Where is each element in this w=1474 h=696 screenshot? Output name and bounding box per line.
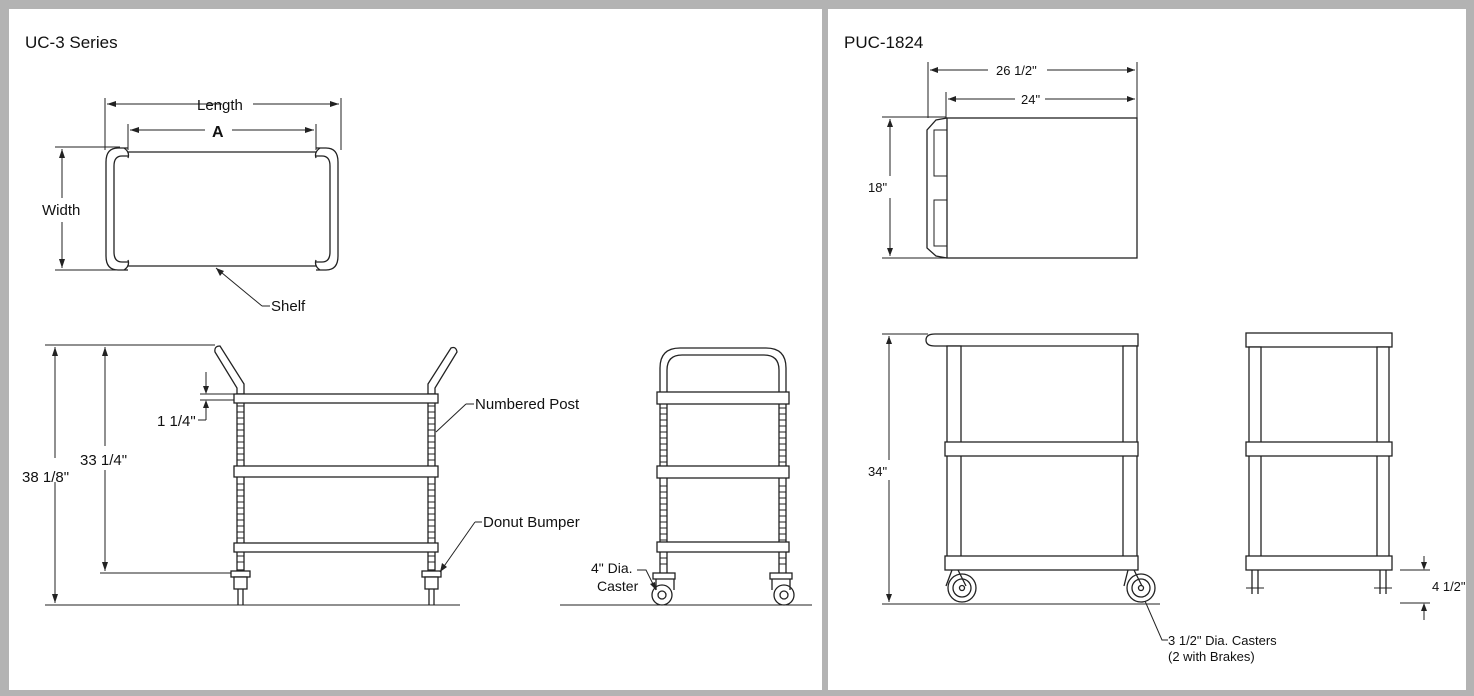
uc3-drawing: Length A Width <box>22 97 812 606</box>
uc3-caster-label-line1: 4" Dia. <box>591 560 633 576</box>
puc-height-label: 34" <box>868 464 887 479</box>
numbered-post-label: Numbered Post <box>475 396 580 413</box>
puc-end-view: 4 1/2" <box>1245 332 1466 620</box>
puc-caster-label-line2: (2 with Brakes) <box>1168 649 1255 664</box>
puc-clearance-label: 4 1/2" <box>1432 579 1466 594</box>
puc-top-view: 26 1/2" 24" 18" <box>868 62 1138 259</box>
shelf-length-label: 24" <box>1021 92 1040 107</box>
uc3-caster-label-line2: Caster <box>597 578 639 594</box>
width-label: Width <box>42 202 80 219</box>
uc3-side-view: 38 1/8" 33 1/4" 1 1/4" <box>22 344 580 606</box>
uc3-panel-title: UC-3 Series <box>25 33 118 52</box>
overall-length-label: 26 1/2" <box>996 63 1037 78</box>
spacing-label: 1 1/4" <box>157 413 196 430</box>
length-label: Length <box>197 97 243 114</box>
shelf-label: Shelf <box>271 298 306 315</box>
donut-bumper-label: Donut Bumper <box>483 514 580 531</box>
puc1824-panel-title: PUC-1824 <box>844 33 924 52</box>
puc-width-label: 18" <box>868 180 887 195</box>
puc-side-view: 34" 3 1/2" Dia. Casters (2 with Brakes) <box>868 333 1277 664</box>
uc3-top-view: Length A Width <box>42 97 342 315</box>
a-label: A <box>212 124 224 141</box>
uc3-end-view: 4" Dia. Caster <box>560 347 812 606</box>
overall-height-label: 38 1/8" <box>22 469 69 486</box>
puc-caster-label-line1: 3 1/2" Dia. Casters <box>1168 633 1277 648</box>
puc1824-panel: 26 1/2" 24" 18" 34" <box>828 9 1466 690</box>
post-height-label: 33 1/4" <box>80 452 127 469</box>
uc3-panel: Length A Width <box>9 9 822 690</box>
puc1824-drawing: 26 1/2" 24" 18" 34" <box>868 62 1466 664</box>
